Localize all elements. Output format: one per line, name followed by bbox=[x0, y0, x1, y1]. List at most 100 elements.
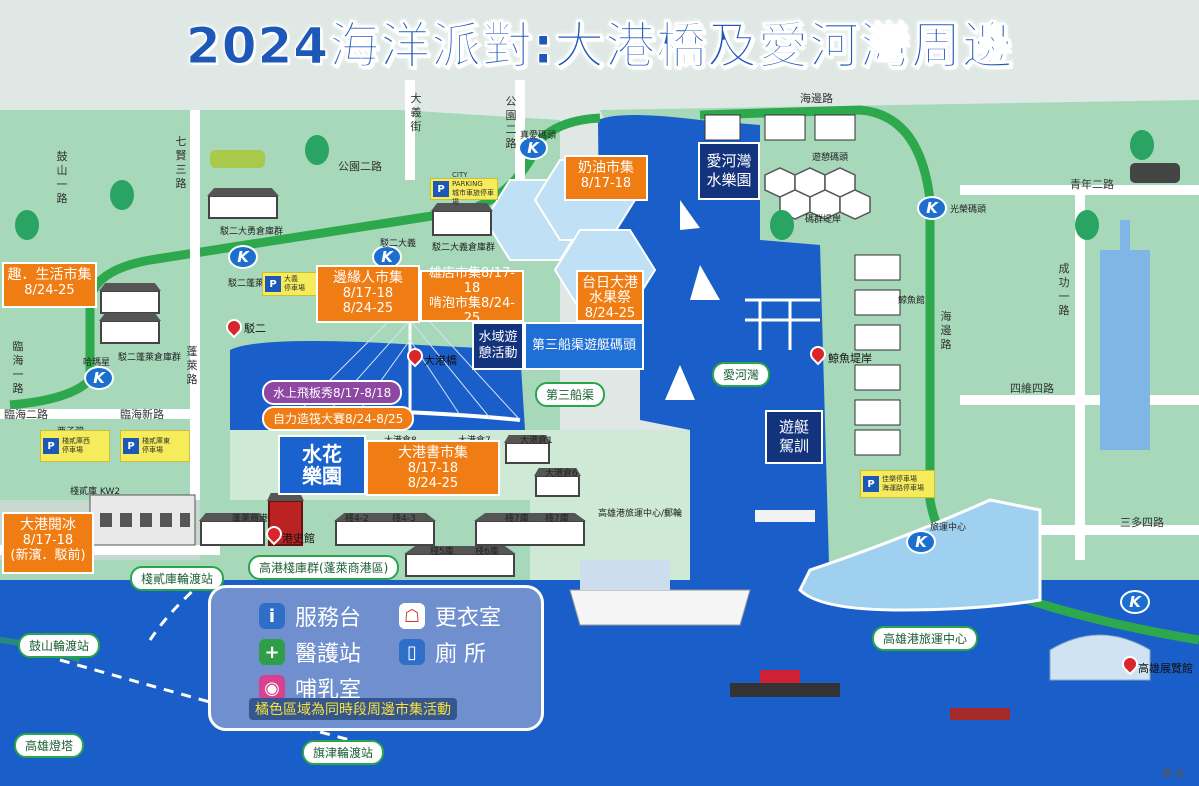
market-dates: 8/24-25 bbox=[584, 306, 636, 321]
warehouse-icon bbox=[335, 520, 435, 546]
warehouse-label: 大港倉1 bbox=[520, 436, 553, 446]
station-label: 旅運中心 bbox=[930, 523, 967, 533]
warehouse-icon bbox=[100, 320, 160, 344]
legend-service: i 服務台 bbox=[259, 600, 361, 632]
road-label: 青年二路 bbox=[1070, 178, 1114, 191]
warehouse-icon bbox=[405, 553, 515, 577]
market-tainichi[interactable]: 台日大港 水果祭 8/24-25 bbox=[576, 270, 644, 322]
market-dates: 8/17-18 (新濱．駁前) bbox=[10, 533, 86, 563]
road-label: 七賢三路 bbox=[175, 135, 187, 190]
lrt-station-icon: K bbox=[906, 530, 936, 554]
pier2-warehouse-label: 高港棧庫群(蓬萊商港區) bbox=[248, 555, 400, 580]
warehouse-icon bbox=[475, 520, 585, 546]
qijin-ferry-label: 旗津輪渡站 bbox=[302, 740, 385, 765]
cruise-center-label: 高雄港旅運中心 bbox=[872, 626, 979, 651]
pin-label-bridge: 大港橋 bbox=[424, 354, 457, 367]
market-title: 大港書市集 bbox=[398, 445, 468, 461]
warehouse-label: 駁二大義倉庫群 bbox=[432, 243, 496, 253]
building-label: 遊憩碼頭 bbox=[812, 153, 849, 163]
warehouse-label: 棧4-3 bbox=[392, 514, 416, 524]
changing-room-icon: ☖ bbox=[399, 603, 425, 629]
tree-icon bbox=[110, 180, 134, 210]
dock3-yacht-pier[interactable]: 第三船渠遊艇碼頭 bbox=[524, 322, 644, 370]
parking-label: 大義 停車場 bbox=[284, 275, 305, 292]
road-label: 公園二路 bbox=[338, 160, 382, 173]
tree-icon bbox=[305, 135, 329, 165]
station-label: 哈瑪星 bbox=[83, 358, 111, 368]
road-label: 公園二路 bbox=[505, 95, 517, 150]
flyboard-show[interactable]: 水上飛板秀8/17-8/18 bbox=[262, 380, 403, 405]
road-label: 大義街 bbox=[410, 92, 422, 133]
shuihua-water-park[interactable]: 水花 樂園 bbox=[278, 435, 366, 495]
market-dates: 8/24-25 bbox=[24, 283, 75, 298]
market-title: 台日大港 水果祭 bbox=[582, 275, 638, 306]
warehouse-label: 駁二蓬萊倉庫群 bbox=[118, 353, 182, 363]
parking-label: CITY PARKING 城市車旅停車場 bbox=[452, 171, 494, 206]
warehouse-icon bbox=[200, 520, 265, 546]
legend-label: 更衣室 bbox=[435, 606, 502, 631]
road-label: 臨海新路 bbox=[120, 408, 164, 421]
road-label: 蓬萊路 bbox=[186, 345, 198, 386]
tree-icon bbox=[770, 210, 794, 240]
toilet-icon: ▯ bbox=[399, 639, 425, 665]
warehouse-label: 棧4-2 bbox=[345, 514, 369, 524]
market-title: 邊緣人市集 bbox=[333, 270, 403, 286]
warehouse-label: 蓬萊商港 bbox=[232, 514, 269, 524]
market-dates: 8/17-18 bbox=[580, 176, 632, 191]
road-label: 臨海二路 bbox=[4, 408, 48, 421]
station-label: 真愛碼頭 bbox=[520, 131, 557, 141]
warehouse-label: 大港倉6 bbox=[545, 469, 578, 479]
legend-toilet: ▯ 廁 所 bbox=[399, 636, 486, 668]
market-naiyou[interactable]: 奶油市集 8/17-18 bbox=[564, 155, 648, 201]
dock3-canal-label: 第三船渠 bbox=[535, 382, 606, 407]
water-recreation[interactable]: 水域遊 憩活動 bbox=[472, 322, 524, 370]
warehouse-label: 駁二大勇倉庫群 bbox=[220, 227, 284, 237]
map-title: 2024海洋派對:大港橋及愛河灣周邊 bbox=[185, 17, 1014, 76]
warehouse-icon bbox=[432, 210, 492, 236]
parking-label: 佳樂停車場 海運路停車場 bbox=[882, 475, 924, 492]
tree-icon bbox=[1130, 130, 1154, 160]
building-label: 鯨魚館 bbox=[898, 296, 926, 306]
building-label: 高雄港旅運中心/郵輪 bbox=[598, 509, 683, 519]
nursing-room-icon: ◉ bbox=[259, 675, 285, 701]
market-bianyuan[interactable]: 邊緣人市集 8/17-18 8/24-25 bbox=[316, 265, 420, 323]
pin-label-fishport: 鯨魚堤岸 bbox=[828, 352, 872, 365]
market-dates: 8/17-18 8/24-25 bbox=[407, 461, 459, 491]
yacht-training[interactable]: 遊艇 駕訓 bbox=[765, 410, 823, 464]
lrt-station-icon: K bbox=[228, 245, 258, 269]
warehouse-label: 棧貳庫 KW2 bbox=[70, 487, 121, 497]
market-qu-life[interactable]: 趣．生活市集 8/24-25 bbox=[2, 262, 97, 308]
market-title: 奶油市集 bbox=[578, 160, 634, 176]
station-label: 駁二蓬萊 bbox=[228, 279, 265, 289]
legend-panel: i 服務台 ☖ 更衣室 + 醫護站 ▯ 廁 所 ◉ 哺乳室 橘色區域為同時段周邊… bbox=[208, 585, 544, 731]
warehouse-icon bbox=[208, 195, 278, 219]
raft-contest[interactable]: 自力造筏大賽8/24-8/25 bbox=[262, 406, 415, 431]
info-icon: i bbox=[259, 603, 285, 629]
warehouse-label: 棧6庫 bbox=[475, 547, 499, 557]
lrt-station-icon: K bbox=[84, 366, 114, 390]
lrt-station-icon: K bbox=[1120, 590, 1150, 614]
market-dagangyue[interactable]: 大港閱冰 8/17-18 (新濱．駁前) bbox=[2, 512, 94, 574]
aihe-bay-label: 愛河灣 bbox=[712, 362, 771, 387]
warehouse-label: 棧7庫 bbox=[505, 514, 529, 524]
lrt-station-icon: K bbox=[917, 196, 947, 220]
road-label: 海邊路 bbox=[800, 92, 833, 105]
warehouse-label: 棧7庫 bbox=[545, 514, 569, 524]
medical-cross-icon: + bbox=[259, 639, 285, 665]
warehouse-icon bbox=[505, 442, 550, 464]
market-xiongdian[interactable]: 雄店市集8/17-18 啃泡市集8/24-25 bbox=[420, 266, 524, 326]
legend-label: 廁 所 bbox=[435, 642, 486, 667]
pin-label-exhibition: 高雄展覽館 bbox=[1138, 662, 1193, 675]
road-label: 鼓山一路 bbox=[56, 150, 68, 205]
legend-label: 醫護站 bbox=[295, 642, 362, 667]
station-label: 駁二大義 bbox=[380, 239, 417, 249]
market-title: 大港閱冰 bbox=[20, 517, 76, 533]
station-label: 光榮碼頭 bbox=[950, 205, 987, 215]
market-dagangshu[interactable]: 大港書市集 8/17-18 8/24-25 bbox=[366, 440, 500, 496]
aihe-water-park[interactable]: 愛河灣 水樂園 bbox=[698, 142, 760, 200]
